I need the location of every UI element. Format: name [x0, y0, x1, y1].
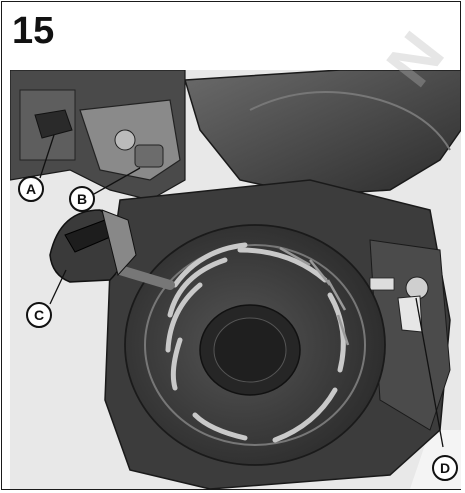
callout-b: B	[69, 186, 95, 212]
engine-illustration	[10, 70, 461, 489]
callout-a: A	[18, 176, 44, 202]
recoil-starter	[124, 224, 386, 466]
starter-handle	[49, 209, 175, 290]
figure-number: 15	[12, 10, 55, 52]
leader-lines	[39, 134, 444, 448]
callout-d: D	[432, 455, 458, 481]
callout-c: C	[26, 302, 52, 328]
